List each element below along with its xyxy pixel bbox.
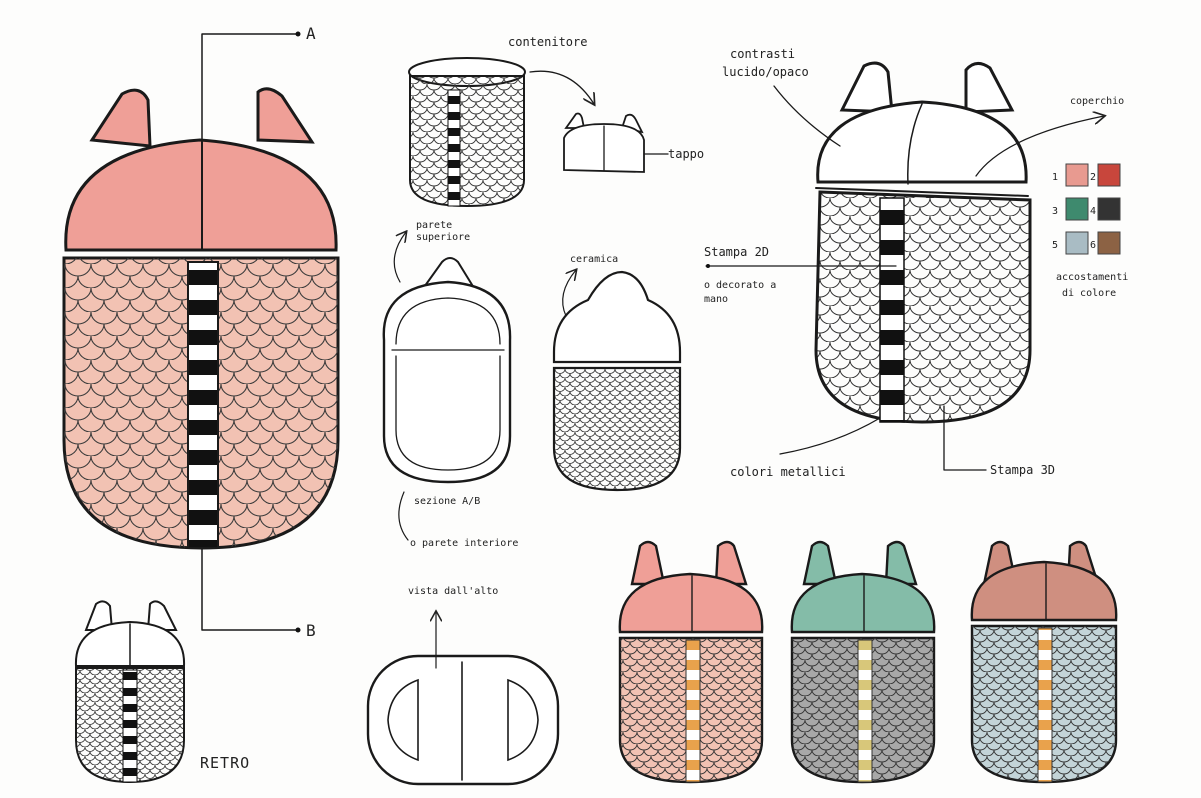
label-accostamenti-2: di colore (1062, 288, 1116, 299)
label-tappo: tappo (668, 147, 704, 161)
label-parete-superiore-2: superiore (416, 232, 470, 243)
main-stripe (187, 261, 219, 549)
swatch-number-5: 5 (1052, 240, 1058, 251)
label-ceramica: ceramica (570, 254, 618, 265)
top-view-drawing (366, 654, 560, 786)
section-line (201, 31, 301, 633)
label-contrasti-2: lucido/opaco (722, 65, 809, 79)
label-stampa-2d: Stampa 2D (704, 245, 769, 259)
label-contenitore: contenitore (508, 35, 587, 49)
label-b: B (306, 621, 316, 640)
label-decorato-2: mano (704, 294, 728, 305)
swatch-1 (1065, 163, 1089, 187)
variant-pink (618, 540, 764, 784)
swatch-5 (1065, 231, 1089, 255)
color-swatches: 1 2 3 4 5 6 (1052, 163, 1121, 255)
swatch-number-6: 6 (1090, 240, 1096, 251)
swatch-2 (1097, 163, 1121, 187)
variant-brown-blue (970, 540, 1118, 784)
retro-drawing (74, 600, 186, 784)
white-container-drawing (814, 61, 1032, 424)
label-a: A (306, 24, 316, 43)
variant-green (790, 540, 936, 784)
label-stampa-3d: Stampa 3D (990, 463, 1055, 477)
label-decorato-1: o decorato a (704, 280, 776, 291)
label-retro: RETRO (200, 754, 250, 772)
contenitore-drawing (408, 57, 526, 208)
swatch-number-2: 2 (1090, 172, 1096, 183)
label-coperchio: coperchio (1070, 96, 1124, 107)
label-contrasti-1: contrasti (730, 47, 795, 61)
label-parete-interiore: o parete interiore (410, 538, 518, 549)
swatch-number-1: 1 (1052, 172, 1058, 183)
right-ear (256, 87, 315, 144)
swatch-number-3: 3 (1052, 206, 1058, 217)
label-accostamenti-1: accostamenti (1056, 272, 1128, 283)
ceramica-drawing (552, 270, 682, 492)
label-vista-dall-alto: vista dall'alto (408, 586, 498, 597)
swatch-3 (1065, 197, 1089, 221)
tappo-drawing (563, 112, 645, 173)
main-lid (64, 138, 338, 252)
label-parete-superiore-1: parete (416, 220, 452, 231)
left-ear (89, 88, 152, 148)
section-drawing (382, 257, 512, 484)
label-colori-metallici: colori metallici (730, 465, 846, 479)
swatch-4 (1097, 197, 1121, 221)
main-pink-container-drawing (62, 87, 340, 550)
swatch-number-4: 4 (1090, 206, 1096, 217)
label-sezione: sezione A/B (414, 496, 480, 507)
swatch-6 (1097, 231, 1121, 255)
